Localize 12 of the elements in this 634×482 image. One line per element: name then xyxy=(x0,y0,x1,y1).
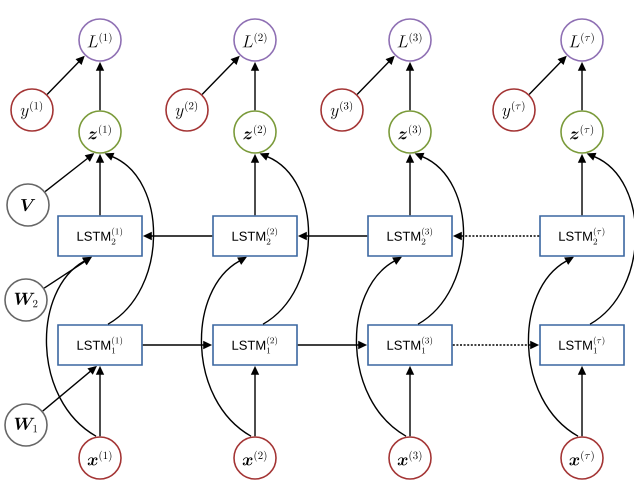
lstm-box: $\mbox{LSTM}^{(1)}_{1}$ xyxy=(57,324,143,366)
lstm-box: $\mbox{LSTM}^{(2)}_{2}$ xyxy=(212,215,298,257)
arrow xyxy=(528,256,578,437)
lstm-box: $\mbox{LSTM}^{(3)}_{2}$ xyxy=(367,215,453,257)
lstm-box: $\mbox{LSTM}^{(1)}_{2}$ xyxy=(57,215,143,257)
lstm-box: $\mbox{LSTM}^{(3)}_{1}$ xyxy=(367,324,453,366)
arrow xyxy=(46,256,96,437)
lstm-box: $\mbox{LSTM}^{(\tau)}_{2}$ xyxy=(539,215,625,257)
lstm-box: $\mbox{LSTM}^{(2)}_{1}$ xyxy=(212,324,298,366)
lstm-box: $\mbox{LSTM}^{(\tau)}_{1}$ xyxy=(539,324,625,366)
arrow xyxy=(356,256,406,437)
arrow xyxy=(200,256,252,437)
